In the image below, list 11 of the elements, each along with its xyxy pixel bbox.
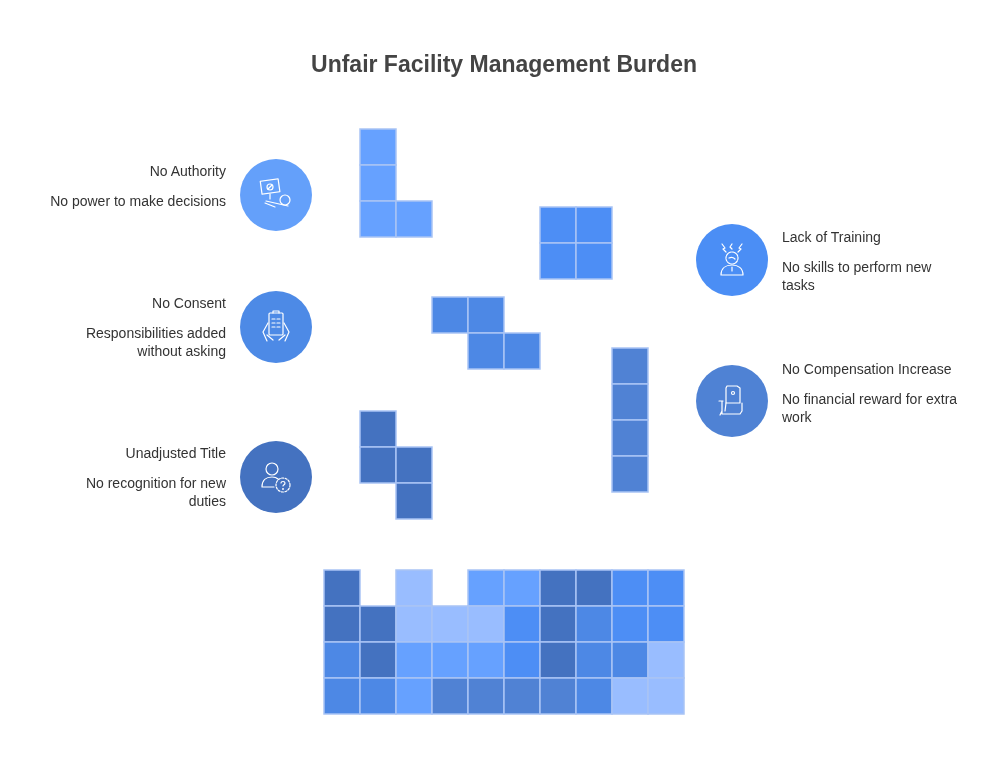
heading: Unadjusted Title [124, 444, 226, 462]
description: No skills to perform new tasks [782, 258, 933, 294]
heading: No Compensation Increase [782, 360, 953, 378]
description: No power to make decisions [49, 192, 226, 210]
heading: Lack of Training [782, 228, 882, 246]
heading: No Consent [151, 294, 226, 312]
description: No financial reward for extra work [782, 390, 959, 426]
description: No recognition for new duties [84, 474, 226, 510]
description: Responsibilities added without asking [84, 324, 226, 360]
heading: No Authority [148, 162, 226, 180]
title: Unfair Facility Management Burden [311, 50, 697, 79]
